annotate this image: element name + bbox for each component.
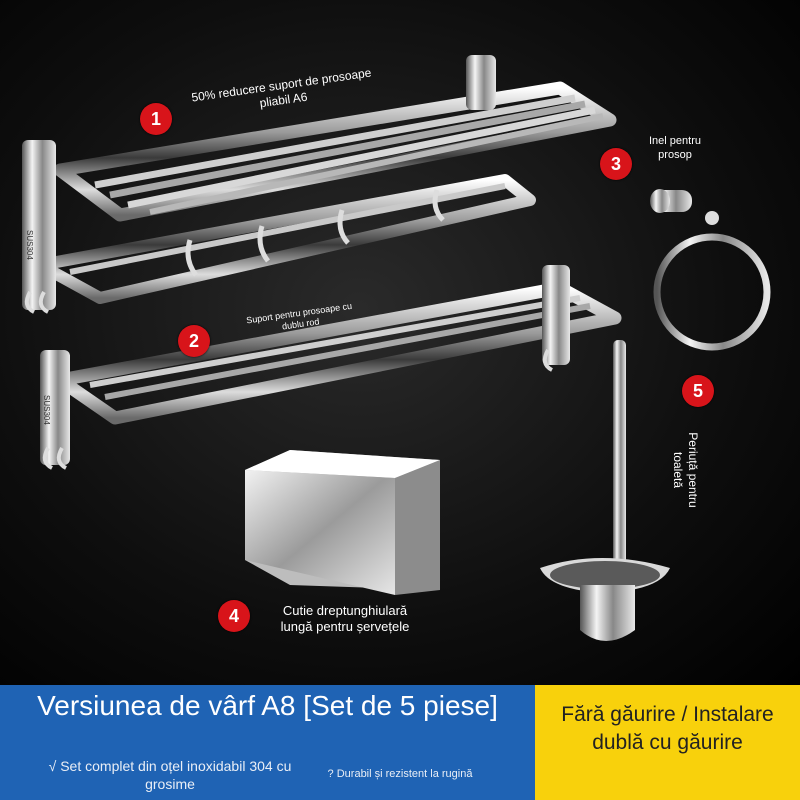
label-item-3: Inel pentru prosop (649, 135, 701, 161)
banner-note-steel: √ Set complet din oțel inoxidabil 304 cu… (48, 758, 292, 792)
banner-title: Versiunea de vârf A8 [Set de 5 piese] (37, 690, 498, 721)
folding-towel-rack: SUS304 (22, 55, 617, 314)
promo-banner: Versiunea de vârf A8 [Set de 5 piese] √ … (0, 685, 800, 800)
badge-4: 4 (218, 600, 250, 632)
engraving-rack2: SUS304 (42, 395, 51, 425)
engraving-rack1: SUS304 (25, 230, 34, 260)
label-item-4: Cutie dreptunghiulară lungă pentru șerve… (260, 603, 430, 636)
toilet-brush (540, 340, 670, 641)
tissue-box (245, 450, 440, 595)
badge-3: 3 (600, 148, 632, 180)
label-item-5: Periuță pentru toaletă (671, 432, 700, 508)
badge-1: 1 (140, 103, 172, 135)
double-rod-rack: SUS304 (40, 265, 622, 470)
product-showcase: SUS304 SUS304 (0, 0, 800, 685)
banner-install-text: Fără găurire / Instalare dublă cu găurir… (561, 703, 774, 754)
product-illustration: SUS304 SUS304 (22, 55, 771, 641)
badge-2: 2 (178, 325, 210, 357)
label-item-4-line2: lungă pentru șervețele (280, 619, 410, 635)
banner-blue-panel: Versiunea de vârf A8 [Set de 5 piese] √ … (0, 685, 535, 800)
banner-yellow-panel: Fără găurire / Instalare dublă cu găurir… (535, 685, 800, 800)
label-item-4-line1: Cutie dreptunghiulară (282, 603, 408, 618)
towel-ring (650, 189, 771, 351)
banner-note-durable: ? Durabil și rezistent la rugină (327, 768, 473, 780)
badge-5: 5 (682, 375, 714, 407)
